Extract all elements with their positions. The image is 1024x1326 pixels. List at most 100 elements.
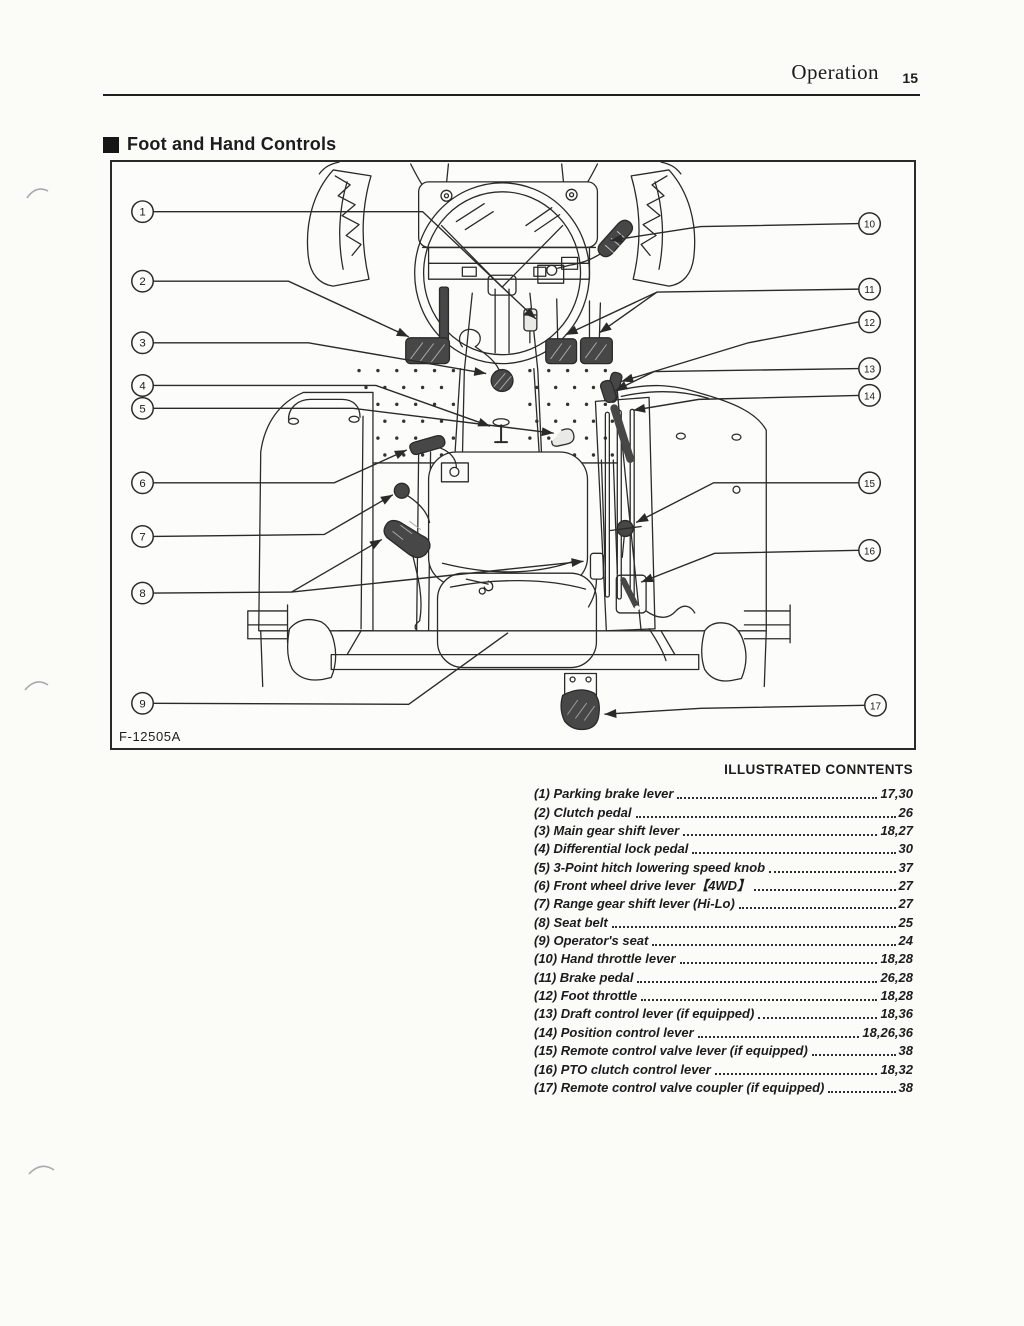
callout-number: 13 (864, 365, 876, 376)
callout-circle (858, 471, 882, 495)
toc-item: (7) Range gear shift lever (Hi-Lo) 27 (534, 894, 913, 912)
callout-number: 3 (139, 338, 145, 350)
leader-arrowhead (524, 307, 536, 319)
callout-circle (131, 524, 155, 548)
toc-item: (1) Parking brake lever 17,30 (534, 784, 913, 802)
callout-number: 14 (864, 391, 876, 402)
toc-item: (14) Position control lever 18,26,36 (534, 1022, 913, 1040)
toc-item-pages: 18,26,36 (862, 1024, 913, 1040)
toc-dots (677, 797, 878, 800)
callout-12: 12 (621, 310, 882, 383)
tractor-illustration (247, 162, 791, 731)
toc-dots (635, 815, 896, 818)
page-header: Operation 15 (103, 60, 920, 96)
callout-6: 6 (131, 449, 408, 495)
callout-number: 10 (864, 220, 876, 231)
toc-item-number-label: (7) Range gear shift lever (Hi-Lo) (534, 896, 735, 912)
leader-arrowhead (641, 573, 654, 583)
callout-number: 4 (139, 380, 146, 392)
toc-item-pages: 38 (898, 1043, 913, 1059)
illustrated-contents: ILLUSTRATED CONNTENTS (1) Parking brake … (534, 762, 913, 1096)
callout-number: 17 (870, 701, 882, 712)
toc-item-pages: 18,27 (880, 823, 913, 839)
callout-circle (858, 538, 882, 562)
toc-item-pages: 18,28 (880, 988, 913, 1004)
toc-item: (15) Remote control valve lever (if equi… (534, 1041, 913, 1059)
callout-17: 17 (604, 693, 887, 718)
callout-number: 8 (139, 588, 145, 600)
callout-15: 15 (635, 471, 882, 524)
toc-item-number-label: (1) Parking brake lever (534, 786, 674, 802)
callout-circle (131, 396, 155, 420)
toc-dots (754, 889, 896, 892)
callout-number: 5 (139, 403, 145, 415)
leader-arrowhead (473, 367, 487, 376)
toc-item-number-label: (17) Remote control valve coupler (if eq… (534, 1079, 825, 1095)
toc-item-number-label: (5) 3-Point hitch lowering speed knob (534, 859, 766, 875)
toc-item-number-label: (14) Position control lever (534, 1024, 694, 1040)
toc-dots (697, 1035, 860, 1038)
toc-item-pages: 17,30 (880, 786, 913, 802)
leader-arrowhead (541, 427, 554, 437)
header-page-number: 15 (902, 70, 918, 86)
leader-arrowhead (571, 558, 584, 567)
section-title: Foot and Hand Controls (127, 134, 337, 154)
callout-5: 5 (131, 396, 554, 437)
toc-item-pages: 27 (898, 896, 913, 912)
callout-circle (131, 331, 155, 355)
leader-arrowhead (604, 709, 617, 718)
leader-arrowhead (396, 327, 409, 337)
toc-item-number-label: (11) Brake pedal (534, 969, 634, 985)
callout-number: 9 (139, 698, 145, 710)
toc-dots (758, 1017, 878, 1020)
toc-item-pages: 26,28 (880, 969, 913, 985)
callout-11: 11 (565, 277, 882, 336)
toc-item-number-label: (13) Draft control lever (if equipped) (534, 1006, 755, 1022)
callout-13: 13 (614, 357, 882, 392)
callout-circle (131, 374, 155, 397)
toc-item-number-label: (4) Differential lock pedal (534, 841, 689, 857)
leader-arrowhead (633, 403, 646, 413)
toc-item-number-label: (9) Operator's seat (534, 933, 649, 949)
callout-10: 10 (610, 212, 882, 244)
leader-arrowhead (621, 373, 634, 383)
callout-circle (858, 212, 882, 236)
toc-dots (714, 1072, 878, 1075)
figure-id-label: F-12505A (119, 729, 181, 744)
toc-item: (6) Front wheel drive lever【4WD】27 (534, 876, 913, 894)
toc-item-pages: 18,36 (880, 1006, 913, 1022)
callout-2: 2 (131, 269, 410, 338)
toc-item: (11) Brake pedal 26,28 (534, 967, 913, 985)
leader-arrowhead (610, 234, 623, 244)
toc-item-pages: 38 (898, 1079, 913, 1095)
callout-number: 11 (864, 285, 875, 296)
scan-artifacts (24, 188, 55, 1175)
leader-arrowhead (615, 381, 628, 391)
toc-item-pages: 18,32 (880, 1061, 913, 1077)
toc-item-number-label: (6) Front wheel drive lever【4WD】 (534, 878, 750, 894)
contents-title: ILLUSTRATED CONNTENTS (724, 762, 913, 777)
toc-dots (611, 925, 896, 928)
toc-dots (652, 944, 896, 947)
callout-9: 9 (131, 632, 509, 715)
callout-number: 12 (864, 318, 876, 329)
callout-7: 7 (131, 494, 394, 548)
square-bullet-icon (103, 136, 119, 153)
toc-item-number-label: (8) Seat belt (534, 914, 608, 930)
leader-arrowhead (369, 539, 382, 550)
toc-dots (641, 999, 878, 1002)
callout-8: 8 (131, 538, 584, 605)
callout-circle (864, 693, 887, 717)
toc-dots (683, 834, 878, 837)
toc-item-number-label: (10) Hand throttle lever (534, 951, 676, 967)
